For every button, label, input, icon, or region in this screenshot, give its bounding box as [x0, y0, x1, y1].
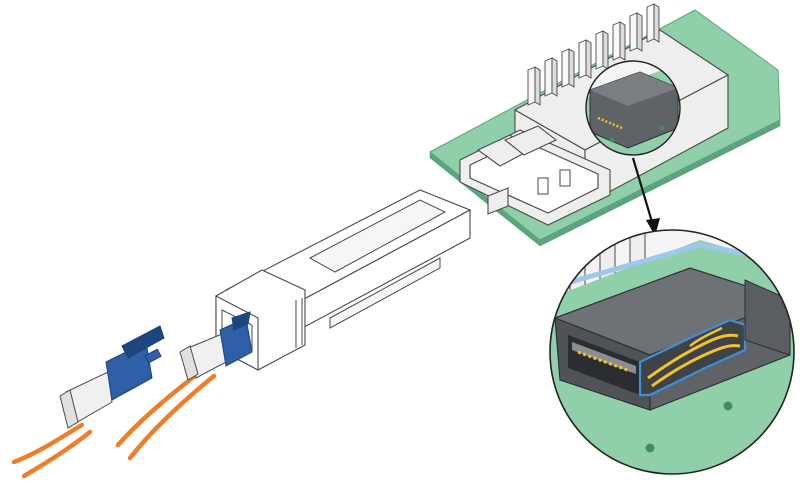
fiber-cable — [21, 429, 93, 479]
cage-fin — [629, 12, 638, 52]
sfp-side-recess — [329, 257, 441, 329]
lc-latch-blue-lever — [231, 311, 251, 331]
cage-window — [559, 169, 571, 187]
mag-contact-spring — [689, 326, 723, 347]
cage-fin — [544, 57, 553, 97]
lc-fiber-connector-inserted — [179, 311, 253, 381]
cage-fin-side — [551, 57, 558, 97]
cage-fin — [561, 48, 570, 88]
cage-fin-side — [585, 39, 592, 79]
cage-fin-side — [653, 3, 660, 43]
magnified-detail-circle — [549, 229, 795, 475]
cage-fin — [612, 21, 621, 61]
lc-fiber-connector-loose — [59, 325, 165, 429]
cage-window — [537, 177, 549, 195]
cage-fin — [578, 39, 587, 79]
cage-fin-side — [568, 48, 575, 88]
lc-ferrule — [144, 348, 162, 364]
fiber-cable — [127, 373, 217, 461]
pcb-right-edge — [539, 119, 781, 247]
small-detail-circle — [585, 60, 681, 156]
mag-pcb-hole — [723, 401, 733, 411]
mag-contact-row — [577, 350, 631, 373]
cage-fin — [595, 30, 604, 70]
cage-fin — [527, 66, 536, 106]
cage-tab — [487, 187, 509, 215]
sfp-label-recess — [308, 199, 447, 273]
leader-arrow-icon — [631, 157, 660, 236]
cage-fin — [646, 3, 655, 43]
cage-fins — [527, 3, 660, 106]
mag-contact-spring — [647, 333, 739, 380]
cage-clip — [503, 125, 558, 156]
mag-pcb-hole — [645, 443, 655, 453]
fiber-cable — [11, 422, 85, 465]
lc-boot-end — [179, 345, 199, 381]
sfp-transceiver-module — [215, 189, 472, 371]
lc-latch-blue-lever — [121, 325, 165, 359]
cage-fin-side — [636, 12, 643, 52]
mag-contact-spring — [651, 344, 741, 388]
cage-fin-side — [602, 30, 609, 70]
cage-fin-side — [534, 66, 541, 106]
cage-fin-side — [619, 21, 626, 61]
lc-boot-end — [59, 389, 79, 429]
